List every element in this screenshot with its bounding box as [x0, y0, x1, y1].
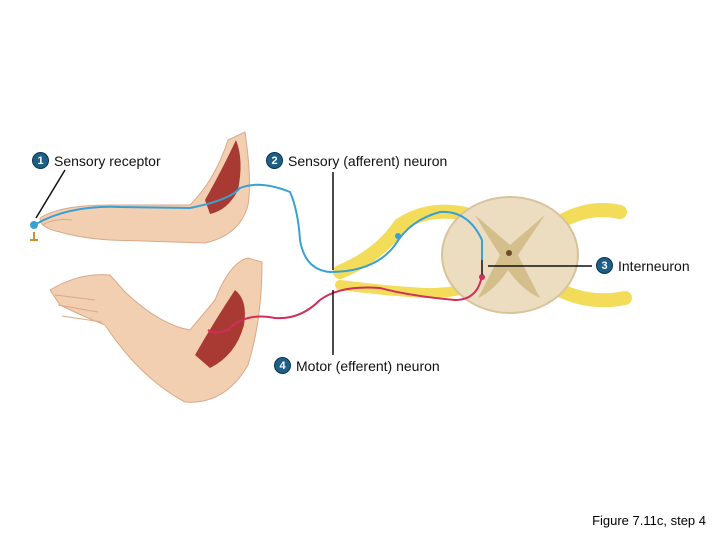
sensory-receptor-label: Sensory receptor	[54, 152, 161, 169]
motor-neuron-label: Motor (efferent) neuron	[296, 357, 440, 374]
lower-muscle	[195, 290, 245, 368]
label-sensory-neuron: 2 Sensory (afferent) neuron	[266, 152, 447, 169]
step-number-3: 3	[596, 257, 613, 274]
step-number-2: 2	[266, 152, 283, 169]
interneuron-label: Interneuron	[618, 257, 690, 274]
figure-caption: Figure 7.11c, step 4	[592, 513, 706, 528]
leader-line-1	[35, 169, 66, 219]
step-number-4: 4	[274, 357, 291, 374]
spinal-cord	[441, 196, 579, 314]
label-sensory-receptor: 1 Sensory receptor	[32, 152, 161, 169]
label-motor-neuron: 4 Motor (efferent) neuron	[274, 357, 440, 374]
upper-arm	[39, 131, 250, 244]
right-upper-nerve	[553, 203, 627, 229]
sensory-neuron-path	[35, 183, 483, 274]
lower-arm	[49, 257, 263, 403]
motor-neuron-path	[207, 274, 483, 334]
right-lower-nerve	[553, 283, 632, 308]
label-interneuron: 3 Interneuron	[596, 257, 690, 274]
step-number-1: 1	[32, 152, 49, 169]
sensory-neuron-label: Sensory (afferent) neuron	[288, 152, 448, 169]
